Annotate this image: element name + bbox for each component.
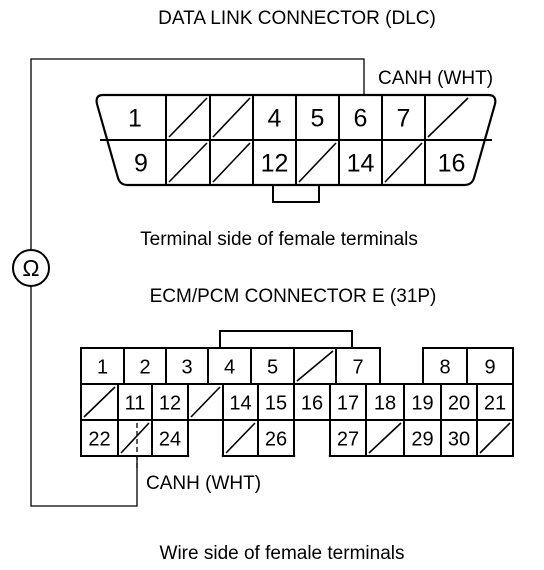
- dlc-pin-label: 7: [397, 105, 411, 133]
- dlc-latch: [272, 183, 320, 203]
- ecm-pin-label: 4: [224, 357, 235, 379]
- ecm-empty-cavity: [83, 386, 116, 418]
- ecm-pin-label: 14: [229, 393, 251, 415]
- dlc-empty-cavity: [212, 142, 251, 183]
- dlc-empty-cavity: [298, 142, 337, 183]
- dlc-caption: Terminal side of female terminals: [140, 229, 418, 250]
- dlc-pin-label: 16: [438, 150, 466, 178]
- dlc-empty-cavity: [212, 97, 251, 138]
- ecm-empty-cavity: [225, 422, 256, 454]
- ecm-caption: Wire side of female terminals: [160, 543, 405, 564]
- ecm-pin-label: 26: [265, 429, 287, 451]
- ecm-empty-cavity: [479, 422, 511, 454]
- ecm-pin-label: 27: [337, 429, 359, 451]
- ecm-row3-cavity: [476, 419, 514, 457]
- dlc-pin-label: 12: [261, 150, 289, 178]
- ohm-symbol-icon: Ω: [22, 255, 39, 281]
- ecm-canh-label: CANH (WHT): [146, 473, 261, 494]
- meter-lead-to-dlc: [30, 58, 365, 250]
- dlc-pin-label: 6: [354, 105, 368, 133]
- ecm-pin-label: 11: [125, 393, 146, 415]
- ecm-housing-gap: [189, 421, 222, 462]
- ecm-pin-label: 24: [159, 429, 181, 451]
- ecm-pin-label: 2: [139, 357, 150, 379]
- ecm-pin-label: 7: [352, 357, 363, 379]
- dlc-canh-label: CANH (WHT): [378, 68, 493, 89]
- ecm-pin-label: 21: [484, 393, 506, 415]
- ecm-pin-label: 12: [159, 393, 181, 415]
- dlc-pin-label: 5: [311, 105, 325, 133]
- ecm-pin-label: 16: [301, 393, 323, 415]
- ecm-empty-cavity: [368, 422, 402, 454]
- ecm-pin-label: 1: [97, 357, 108, 379]
- dlc-title: DATA LINK CONNECTOR (DLC): [158, 8, 436, 29]
- ecm-empty-cavity: [120, 422, 150, 454]
- ecm-pin-label: 5: [267, 357, 278, 379]
- dlc-pin-label: 1: [128, 105, 142, 133]
- ecm-empty-cavity: [190, 386, 221, 418]
- dlc-empty-cavity: [427, 97, 469, 138]
- ohmmeter-circle: [12, 249, 50, 287]
- ecm-pin-label: 15: [265, 393, 287, 415]
- ohmmeter: Ω: [12, 249, 50, 287]
- dlc-empty-cavity: [168, 97, 208, 138]
- ecm-empty-cavity: [296, 350, 334, 382]
- dlc-empty-cavity: [384, 142, 423, 183]
- ecm-pin-label: 18: [374, 393, 396, 415]
- ecm-pin-label: 8: [439, 357, 450, 379]
- ecm-pin-label: 17: [337, 393, 359, 415]
- dlc-pin-label: 4: [268, 105, 282, 133]
- ecm-pin-label: 30: [448, 429, 470, 451]
- ecm-pin-label: 20: [448, 393, 470, 415]
- ecm-housing-gap: [295, 421, 329, 462]
- ecm-pin-label: 29: [411, 429, 433, 451]
- ecm-pin-label: 22: [88, 429, 110, 451]
- dlc-empty-cavity: [168, 142, 208, 183]
- ecm-pin-label: 9: [484, 357, 495, 379]
- dlc-pin-label: 9: [134, 150, 148, 178]
- ecm-pin-label: 19: [411, 393, 433, 415]
- dlc-pin-label: 14: [347, 150, 375, 178]
- ecm-pin-label: 3: [181, 357, 192, 379]
- ecm-title: ECM/PCM CONNECTOR E (31P): [150, 286, 437, 307]
